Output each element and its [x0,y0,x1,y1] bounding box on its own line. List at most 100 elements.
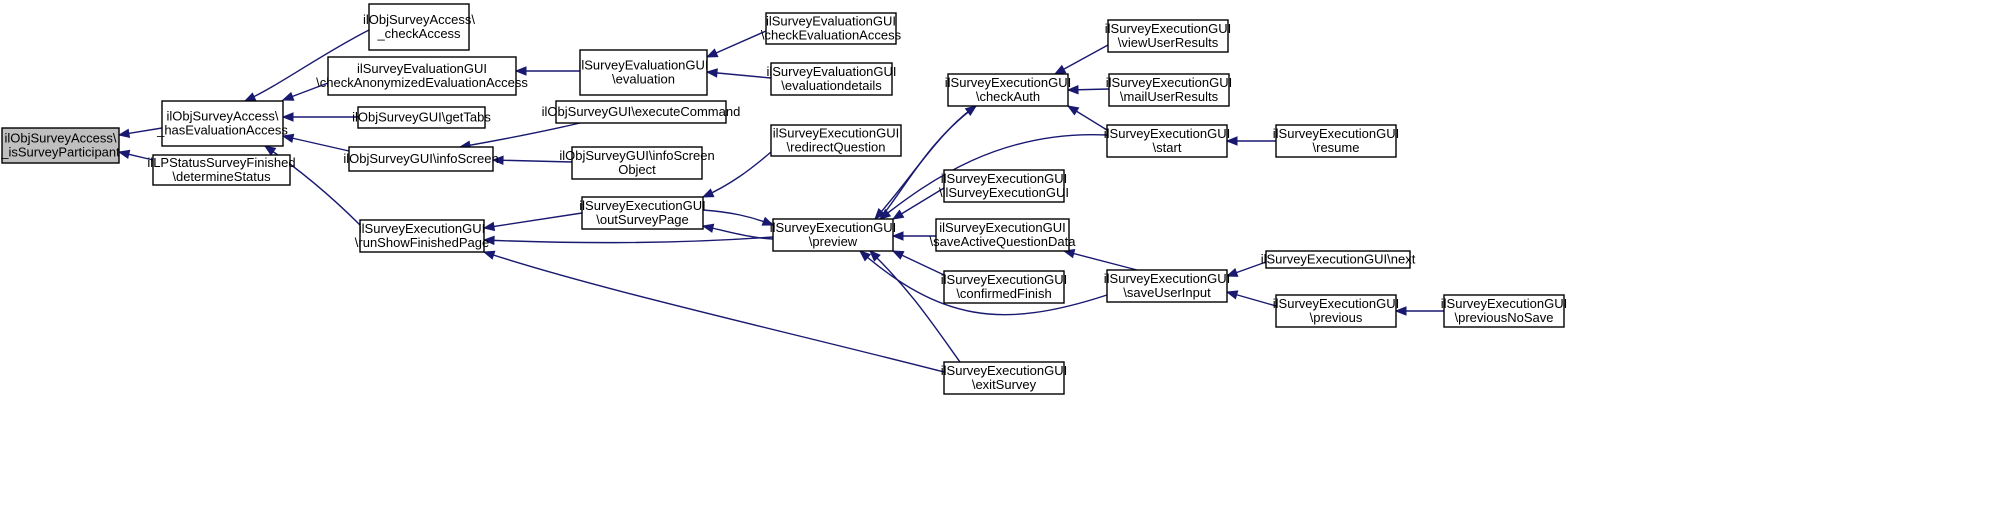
node-box[interactable] [1275,294,1397,328]
call-edge-n25-to-n19 [1062,249,1138,271]
node-label-line: \evaluation [612,72,675,87]
function-node-n14[interactable]: ilSurveyEvaluationGUI\evaluationdetails [766,62,897,96]
function-node-n29[interactable]: ilSurveyExecutionGUI\previousNoSave [1441,294,1567,328]
node-box[interactable] [770,124,902,157]
node-label-line: ilSurveyExecutionGUI\next [1261,252,1416,267]
node-label-line: \exitSurvey [972,377,1037,392]
node-box[interactable] [1,127,120,164]
call-edge-n26-to-n24 [1225,136,1276,146]
function-node-n3[interactable]: ilLPStatusSurveyFinished\determineStatus [147,154,296,186]
call-edge-n3-to-n1 [117,149,154,161]
node-box[interactable] [152,154,291,186]
function-node-n21[interactable]: ilSurveyExecutionGUI\exitSurvey [941,361,1067,395]
function-node-n24[interactable]: ilSurveyExecutionGUI\start [1104,124,1230,158]
function-node-n16[interactable]: ilSurveyExecutionGUI\preview [770,218,896,252]
arrowhead-icon [281,133,295,143]
node-label-line: Object [618,162,656,177]
node-label-line: ilSurveyExecutionGUI [1441,296,1567,311]
node-box[interactable] [357,106,486,129]
node-box[interactable] [943,361,1065,395]
function-node-n27[interactable]: ilSurveyExecutionGUI\next [1261,250,1416,269]
node-box[interactable] [1107,19,1229,53]
function-node-n22[interactable]: ilSurveyExecutionGUI\viewUserResults [1105,19,1231,53]
function-node-n18[interactable]: ilSurveyExecutionGUI\ilSurveyExecutionGU… [939,169,1069,203]
call-edge-n5-to-n2 [281,82,329,101]
function-node-n19[interactable]: ilSurveyExecutionGUI\saveActiveQuestionD… [930,218,1077,252]
arrowhead-icon [1066,105,1080,116]
node-label-line: \determineStatus [172,169,271,184]
node-box[interactable] [935,218,1070,252]
node-box[interactable] [1108,73,1230,107]
function-node-n8[interactable]: ilSurveyExecutionGUI\runShowFinishedPage [355,219,489,253]
arrowhead-icon [1225,290,1239,300]
node-label-line: \saveUserInput [1123,285,1211,300]
node-box[interactable] [1106,269,1228,303]
node-box[interactable] [571,146,703,180]
function-node-n2[interactable]: ilObjSurveyAccess\_hasEvaluationAccess [156,100,288,147]
node-label-line: \checkEvaluationAccess [761,28,902,43]
arrowhead-icon [705,48,719,58]
call-edge-n23-to-n17 [1066,85,1110,95]
function-node-n6[interactable]: ilObjSurveyGUI\getTabs [352,106,491,129]
function-node-n13[interactable]: ilSurveyEvaluationGUI\checkEvaluationAcc… [761,12,902,45]
node-label-line: _checkAccess [376,26,461,41]
edge-line [459,122,581,148]
node-box[interactable] [327,56,517,96]
node-label-line: \confirmedFinish [956,286,1051,301]
node-label-line: ilObjSurveyAccess\ [167,109,279,124]
function-node-n28[interactable]: ilSurveyExecutionGUI\previous [1273,294,1399,328]
node-label-line: \saveActiveQuestionData [930,234,1077,249]
node-box[interactable] [581,196,704,230]
node-box[interactable] [943,169,1065,203]
node-box[interactable] [1443,294,1565,328]
arrowhead-icon [891,231,904,241]
node-box[interactable] [1275,124,1397,158]
call-edge-n24-to-n17 [1066,105,1108,131]
node-label-line: _hasEvaluationAccess [156,123,288,138]
function-node-n23[interactable]: ilSurveyExecutionGUI\mailUserResults [1106,73,1232,107]
node-label-line: ilLPStatusSurveyFinished [147,155,295,170]
node-label-line: \checkAuth [976,89,1040,104]
node-box[interactable] [161,100,284,147]
node-box[interactable] [368,3,470,51]
node-box[interactable] [770,62,893,96]
node-box[interactable] [765,12,897,45]
node-box[interactable] [943,270,1065,304]
function-node-n17[interactable]: ilSurveyExecutionGUI\checkAuth [945,73,1071,107]
edge-line [282,135,350,152]
node-label-line: \resume [1313,140,1360,155]
function-node-n5[interactable]: ilSurveyEvaluationGUI\checkAnonymizedEva… [316,56,528,96]
function-node-n9[interactable]: ilSurveyEvaluationGUI\evaluation [578,49,709,96]
node-box[interactable] [1265,250,1411,269]
node-label-line: ilSurveyExecutionGUI [579,198,705,213]
function-node-n15[interactable]: ilSurveyExecutionGUI\redirectQuestion [770,124,902,157]
node-box[interactable] [348,146,494,172]
function-node-n1[interactable]: ilObjSurveyAccess\_isSurveyParticipant [0,127,120,164]
function-node-n10[interactable]: ilObjSurveyGUI\executeCommand [542,100,741,124]
function-node-n26[interactable]: ilSurveyExecutionGUI\resume [1273,124,1399,158]
arrowhead-icon [117,149,131,160]
function-node-n20[interactable]: ilSurveyExecutionGUI\confirmedFinish [941,270,1067,304]
node-box[interactable] [555,100,727,124]
node-box[interactable] [772,218,894,252]
arrowhead-icon [891,250,905,260]
node-box[interactable] [359,219,485,253]
node-label-line: \mailUserResults [1120,89,1219,104]
function-node-n12[interactable]: ilSurveyExecutionGUI\outSurveyPage [579,196,706,230]
arrowhead-icon [514,66,527,76]
function-node-n4[interactable]: ilObjSurveyAccess\_checkAccess [363,3,475,51]
node-box[interactable] [947,73,1069,107]
node-label-line: \viewUserResults [1118,35,1219,50]
node-box[interactable] [579,49,708,96]
function-node-n7[interactable]: ilObjSurveyGUI\infoScreen [343,146,499,172]
node-label-line: ilSurveyExecutionGUI [945,75,1071,90]
node-label-line: _isSurveyParticipant [0,145,120,160]
edge-line [483,236,774,244]
edge-line [702,209,774,226]
function-node-n25[interactable]: ilSurveyExecutionGUI\saveUserInput [1104,269,1230,303]
node-label-line: \preview [809,234,858,249]
call-edge-n27-to-n25 [1225,261,1267,277]
node-box[interactable] [1106,124,1228,158]
